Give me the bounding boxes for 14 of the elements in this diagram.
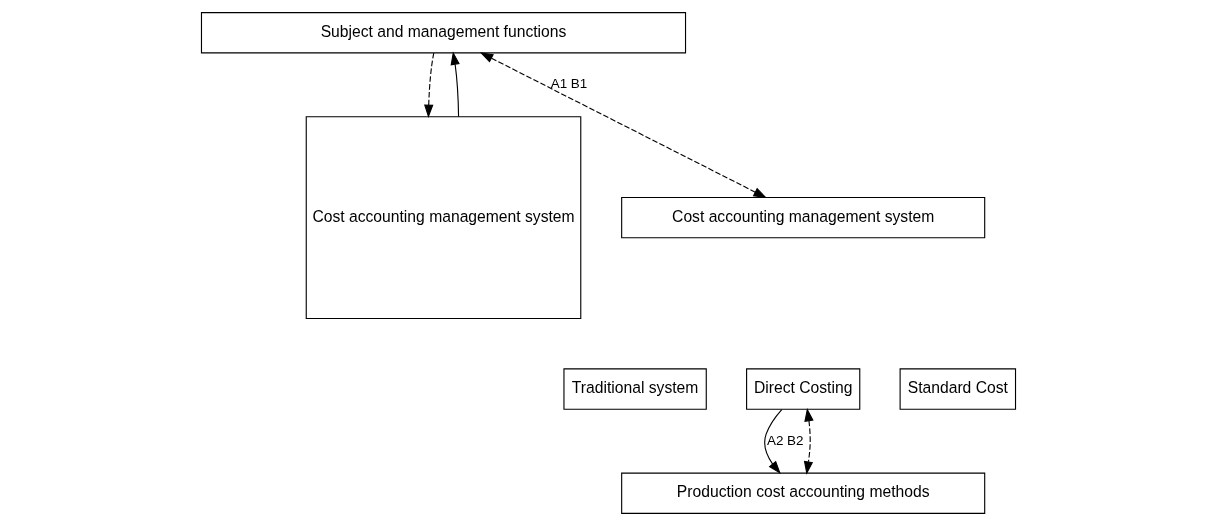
- node-box: Traditional system: [562, 368, 707, 410]
- arrow: [450, 51, 460, 117]
- node-box: Direct Costing: [745, 368, 860, 410]
- arrow: [763, 409, 782, 475]
- arrow: [479, 52, 767, 199]
- edge-label: A2 B2: [766, 432, 804, 448]
- arrow: [803, 407, 814, 475]
- arrow: [423, 52, 434, 119]
- node-box: Cost accounting management system: [620, 196, 985, 239]
- node-box: Production cost accounting methods: [620, 472, 985, 514]
- node-box: Cost accounting management system: [305, 116, 581, 319]
- node-box: Subject and management functions: [200, 12, 686, 54]
- node-box: Standard Cost: [899, 368, 1016, 410]
- edge-label: A1 B1: [550, 76, 587, 92]
